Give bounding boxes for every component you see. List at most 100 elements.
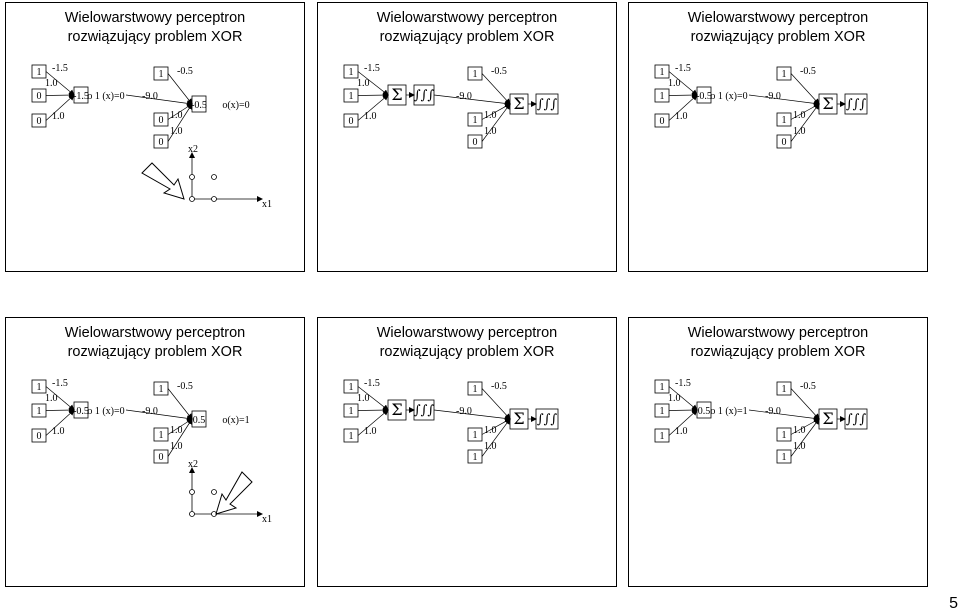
output-bias-node: 1 <box>467 381 483 396</box>
weight-x2-output: 1.0 <box>484 126 497 137</box>
input-node-2: 1 <box>654 403 670 418</box>
output-x1-node: 1 <box>776 112 792 127</box>
output-x2-node-value: 1 <box>782 452 787 463</box>
weight-hidden-output: -9.0 <box>456 91 472 102</box>
output-activation-icon: ∫∫∫ <box>537 97 558 112</box>
weight-x2-hidden: 1.0 <box>364 111 377 122</box>
edge-input-3-hidden <box>357 409 389 436</box>
hidden-neuron: Σ∫∫∫ <box>387 399 435 421</box>
output-x1-node: 1 <box>776 427 792 442</box>
edge-hidden-output <box>748 94 820 107</box>
edge-input-2-hidden <box>357 407 389 414</box>
output-x2-node-value: 0 <box>159 137 164 148</box>
output-x2-node: 0 <box>467 134 483 149</box>
output-bias-node-value: 1 <box>159 69 164 80</box>
hidden-activation-icon: ∫∫∫ <box>414 88 435 103</box>
weight-x1-hidden: 1.0 <box>357 78 370 89</box>
output-label: o(x)=0 <box>222 100 249 111</box>
edge-x2-output <box>167 103 193 142</box>
slide-title-line2: rozwiązujący problem XOR <box>690 29 866 45</box>
weight-x2-output: 1.0 <box>793 126 806 137</box>
weight-bias-hidden: -1.5 <box>52 378 68 389</box>
slide-title-line2: rozwiązujący problem XOR <box>379 344 555 360</box>
weight-x1-hidden: 1.0 <box>668 393 681 404</box>
input-node-3-value: 0 <box>660 116 665 127</box>
output-bias-node-value: 1 <box>782 69 787 80</box>
input-node-1-value: 1 <box>37 382 42 393</box>
network-diagram: 110-0.5o 1 (x)=0-1.51.01.0110Σ∫∫∫-0.5-9.… <box>654 63 868 149</box>
output-x2-node-value: 0 <box>782 137 787 148</box>
hidden-output-label: o 1 (x)=1 <box>710 406 747 417</box>
hidden-neuron: -0.5o 1 (x)=0 <box>696 86 748 104</box>
hidden-input-sum: 0.5 <box>698 406 711 417</box>
pointer-arrow-icon <box>215 471 253 515</box>
slide-title-line1: Wielowarstwowy perceptron <box>376 10 558 26</box>
edge-input-3-hidden <box>668 94 698 121</box>
input-node-1: 1 <box>343 64 359 79</box>
weight-bias-hidden: -1.5 <box>52 63 68 74</box>
input-node-1: 1 <box>31 64 47 79</box>
edge-input-2-hidden <box>357 92 389 99</box>
edge-hidden-output <box>125 409 193 422</box>
output-x1-node-value: 0 <box>159 115 164 126</box>
weight-bias-output: -0.5 <box>177 381 193 392</box>
input-node-1: 1 <box>654 64 670 79</box>
output-neuron: Σ∫∫∫ <box>509 408 559 430</box>
hidden-input-sum: -0.5 <box>696 91 712 102</box>
slide-title-line1: Wielowarstwowy perceptron <box>687 325 869 341</box>
xor-point-3 <box>189 489 195 495</box>
input-node-2: 1 <box>343 88 359 103</box>
output-x2-node-value: 0 <box>159 452 164 463</box>
weight-x1-hidden: 1.0 <box>45 393 58 404</box>
input-node-1: 1 <box>654 379 670 394</box>
input-node-3: 0 <box>31 113 47 128</box>
edge-bias-output <box>790 73 820 105</box>
input-node-2-value: 1 <box>37 406 42 417</box>
xor-point-4 <box>211 174 217 180</box>
page-number: 5 <box>949 595 958 612</box>
hidden-input-sum: -0.5 <box>73 406 89 417</box>
weight-x1-output: 1.0 <box>793 110 806 121</box>
weight-bias-output: -0.5 <box>177 66 193 77</box>
weight-bias-hidden: -1.5 <box>364 378 380 389</box>
output-bias-node: 1 <box>776 381 792 396</box>
edge-hidden-output <box>125 94 193 107</box>
output-activation-icon: ∫∫∫ <box>846 97 867 112</box>
edge-bias-output <box>790 388 820 420</box>
hidden-output-label: o 1 (x)=0 <box>87 91 124 102</box>
output-label: o(x)=1 <box>222 415 249 426</box>
weight-x1-hidden: 1.0 <box>45 78 58 89</box>
input-node-2-value: 1 <box>349 91 354 102</box>
input-node-3: 0 <box>654 113 670 128</box>
weight-x1-output: 1.0 <box>170 425 183 436</box>
weight-x2-hidden: 1.0 <box>675 111 688 122</box>
output-neuron: 0.5 o(x)=1 <box>191 410 250 428</box>
weight-bias-hidden: -1.5 <box>675 63 691 74</box>
output-x1-node: 1 <box>153 427 169 442</box>
input-node-1-value: 1 <box>37 67 42 78</box>
output-x2-node: 0 <box>153 134 169 149</box>
output-bias-node-value: 1 <box>159 384 164 395</box>
input-node-1-value: 1 <box>660 382 665 393</box>
xor-point-1 <box>189 511 195 517</box>
weight-x2-hidden: 1.0 <box>52 111 65 122</box>
output-input-sum: 0.5 <box>193 415 206 426</box>
edge-input-2-hidden <box>45 407 75 414</box>
hidden-activation-icon: ∫∫∫ <box>414 403 435 418</box>
output-x1-node: 1 <box>467 112 483 127</box>
output-activation-icon: ∫∫∫ <box>846 412 867 427</box>
output-x2-node: 1 <box>776 449 792 464</box>
input-node-1: 1 <box>31 379 47 394</box>
xor-point-3 <box>189 174 195 180</box>
edge-input-3-hidden <box>357 94 389 121</box>
hidden-output-label: o 1 (x)=0 <box>710 91 747 102</box>
